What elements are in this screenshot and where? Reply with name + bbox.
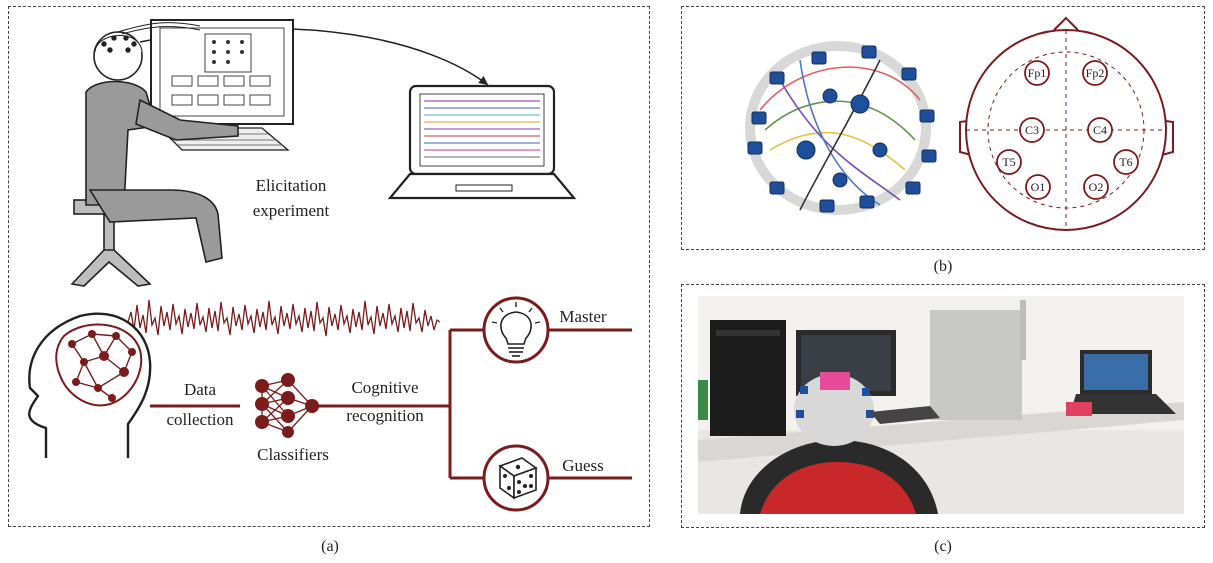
classifiers-label: Classifiers xyxy=(257,445,329,464)
electrode-circles xyxy=(996,60,1139,200)
panel-a-frame xyxy=(8,6,650,527)
data-collection-line2: collection xyxy=(166,410,234,429)
eeg-cap-icon xyxy=(94,22,201,53)
cognitive-recognition-line2: recognition xyxy=(346,406,424,425)
head-brain-icon xyxy=(28,312,152,458)
cognitive-recognition-line1: Cognitive xyxy=(351,378,419,397)
monitor-icon xyxy=(150,19,294,137)
caption-b: (b) xyxy=(933,258,953,275)
guess-label: Guess xyxy=(562,456,604,475)
data-collection-line1: Data xyxy=(183,380,217,399)
lab-photo xyxy=(698,296,1184,514)
dice-icon xyxy=(482,444,550,512)
electrode-o1: O1 xyxy=(1030,180,1046,194)
lightbulb-icon xyxy=(482,296,550,364)
electrode-t5: T5 xyxy=(1002,155,1016,169)
head-map-guides xyxy=(966,30,1166,230)
neural-network-icon xyxy=(255,373,319,438)
electrode-c3: C3 xyxy=(1024,123,1039,137)
electrode-c4: C4 xyxy=(1092,123,1107,137)
electrode-t6: T6 xyxy=(1119,155,1133,169)
electrode-fp1: Fp1 xyxy=(1027,66,1047,80)
experiment-label-line2: experiment xyxy=(252,201,330,220)
panel-b-frame xyxy=(681,6,1205,250)
eeg-headset-device xyxy=(745,41,937,215)
person-icon xyxy=(70,31,239,287)
eeg-wave-icon xyxy=(127,299,441,337)
caption-c: (c) xyxy=(934,538,952,555)
laptop-icon xyxy=(387,84,577,200)
electrode-fp2: Fp2 xyxy=(1085,66,1105,80)
master-label: Master xyxy=(559,307,607,326)
panel-c-frame xyxy=(681,284,1205,528)
experiment-label-line1: Elicitation xyxy=(255,176,327,195)
caption-a: (a) xyxy=(321,538,339,555)
electrode-o2: O2 xyxy=(1088,180,1104,194)
